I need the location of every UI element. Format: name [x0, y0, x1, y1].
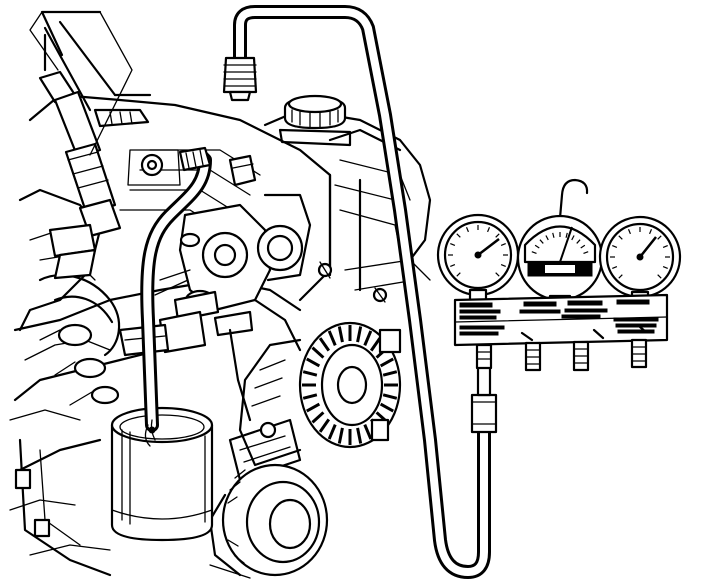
gauge-tick	[487, 227, 491, 233]
alternator-fin	[306, 357, 321, 368]
gauge-tick	[500, 242, 506, 246]
alternator-fin	[382, 370, 398, 377]
alternator-fin	[363, 424, 373, 440]
alternator-fin	[306, 402, 321, 413]
alternator-fin	[327, 330, 337, 346]
alternator-fin	[311, 346, 325, 359]
alternator-fin	[382, 393, 398, 400]
alternator	[228, 321, 402, 482]
alternator-fin	[379, 402, 394, 413]
gauge-tick	[627, 229, 631, 235]
analyzer-tick	[539, 239, 544, 244]
manifold-label-marks	[459, 299, 659, 336]
oil-filler-cap	[278, 94, 352, 147]
analyzer-tick	[545, 235, 549, 241]
gauge-tick	[450, 242, 456, 246]
analyzer-tick	[531, 251, 537, 255]
alternator-fin	[318, 337, 331, 352]
gauge-tick	[662, 266, 668, 270]
analyzer-tick	[583, 251, 589, 255]
gauge-tick	[612, 244, 618, 248]
hose-fitting	[127, 149, 257, 187]
left-pressure-gauge	[436, 213, 520, 304]
gauge-tick	[456, 233, 461, 238]
gauge-tick	[662, 244, 668, 248]
gauge-tick	[495, 272, 500, 277]
right-pressure-gauge	[598, 215, 682, 306]
gauge-tick	[618, 274, 623, 279]
gauge-tick	[612, 266, 618, 270]
analyzer-tick	[534, 244, 540, 249]
fuel-hose	[222, 5, 498, 579]
gauge-tick	[500, 264, 506, 268]
canister-hose	[140, 146, 212, 447]
alternator-fin	[379, 357, 394, 368]
crank-pulley	[208, 463, 329, 579]
gauge-tick	[618, 235, 623, 240]
alternator-fin	[337, 326, 344, 343]
manifold-gauge-set	[436, 178, 682, 372]
alternator-fin	[369, 337, 382, 352]
alternator-fin	[327, 424, 337, 440]
fuel-injector	[29, 10, 152, 280]
alternator-fin	[318, 418, 331, 433]
gauge-tick	[456, 272, 461, 277]
alternator-fin	[337, 427, 344, 444]
gauge-tick	[495, 233, 500, 238]
analyzer-tick	[571, 235, 575, 241]
analyzer-tick	[580, 244, 586, 249]
gauge-tick	[450, 264, 456, 268]
fuel-pump-body	[118, 193, 312, 422]
gauge-tick	[649, 229, 653, 235]
alternator-fin	[356, 427, 363, 444]
gauge-tick	[657, 235, 662, 240]
manifold-fittings	[475, 325, 648, 372]
fuel-canister	[110, 406, 214, 542]
alternator-fin	[311, 411, 325, 424]
alternator-fin	[302, 393, 318, 400]
analyzer-tick	[552, 232, 555, 238]
alternator-fin	[356, 326, 363, 343]
alternator-fin	[302, 370, 318, 377]
gauge-tick	[465, 227, 469, 233]
alternator-fin	[363, 330, 373, 346]
analyzer-meter	[516, 214, 604, 310]
gauge-tick	[657, 274, 662, 279]
analyzer-tick	[576, 239, 581, 244]
analyzer-tick	[565, 232, 568, 238]
